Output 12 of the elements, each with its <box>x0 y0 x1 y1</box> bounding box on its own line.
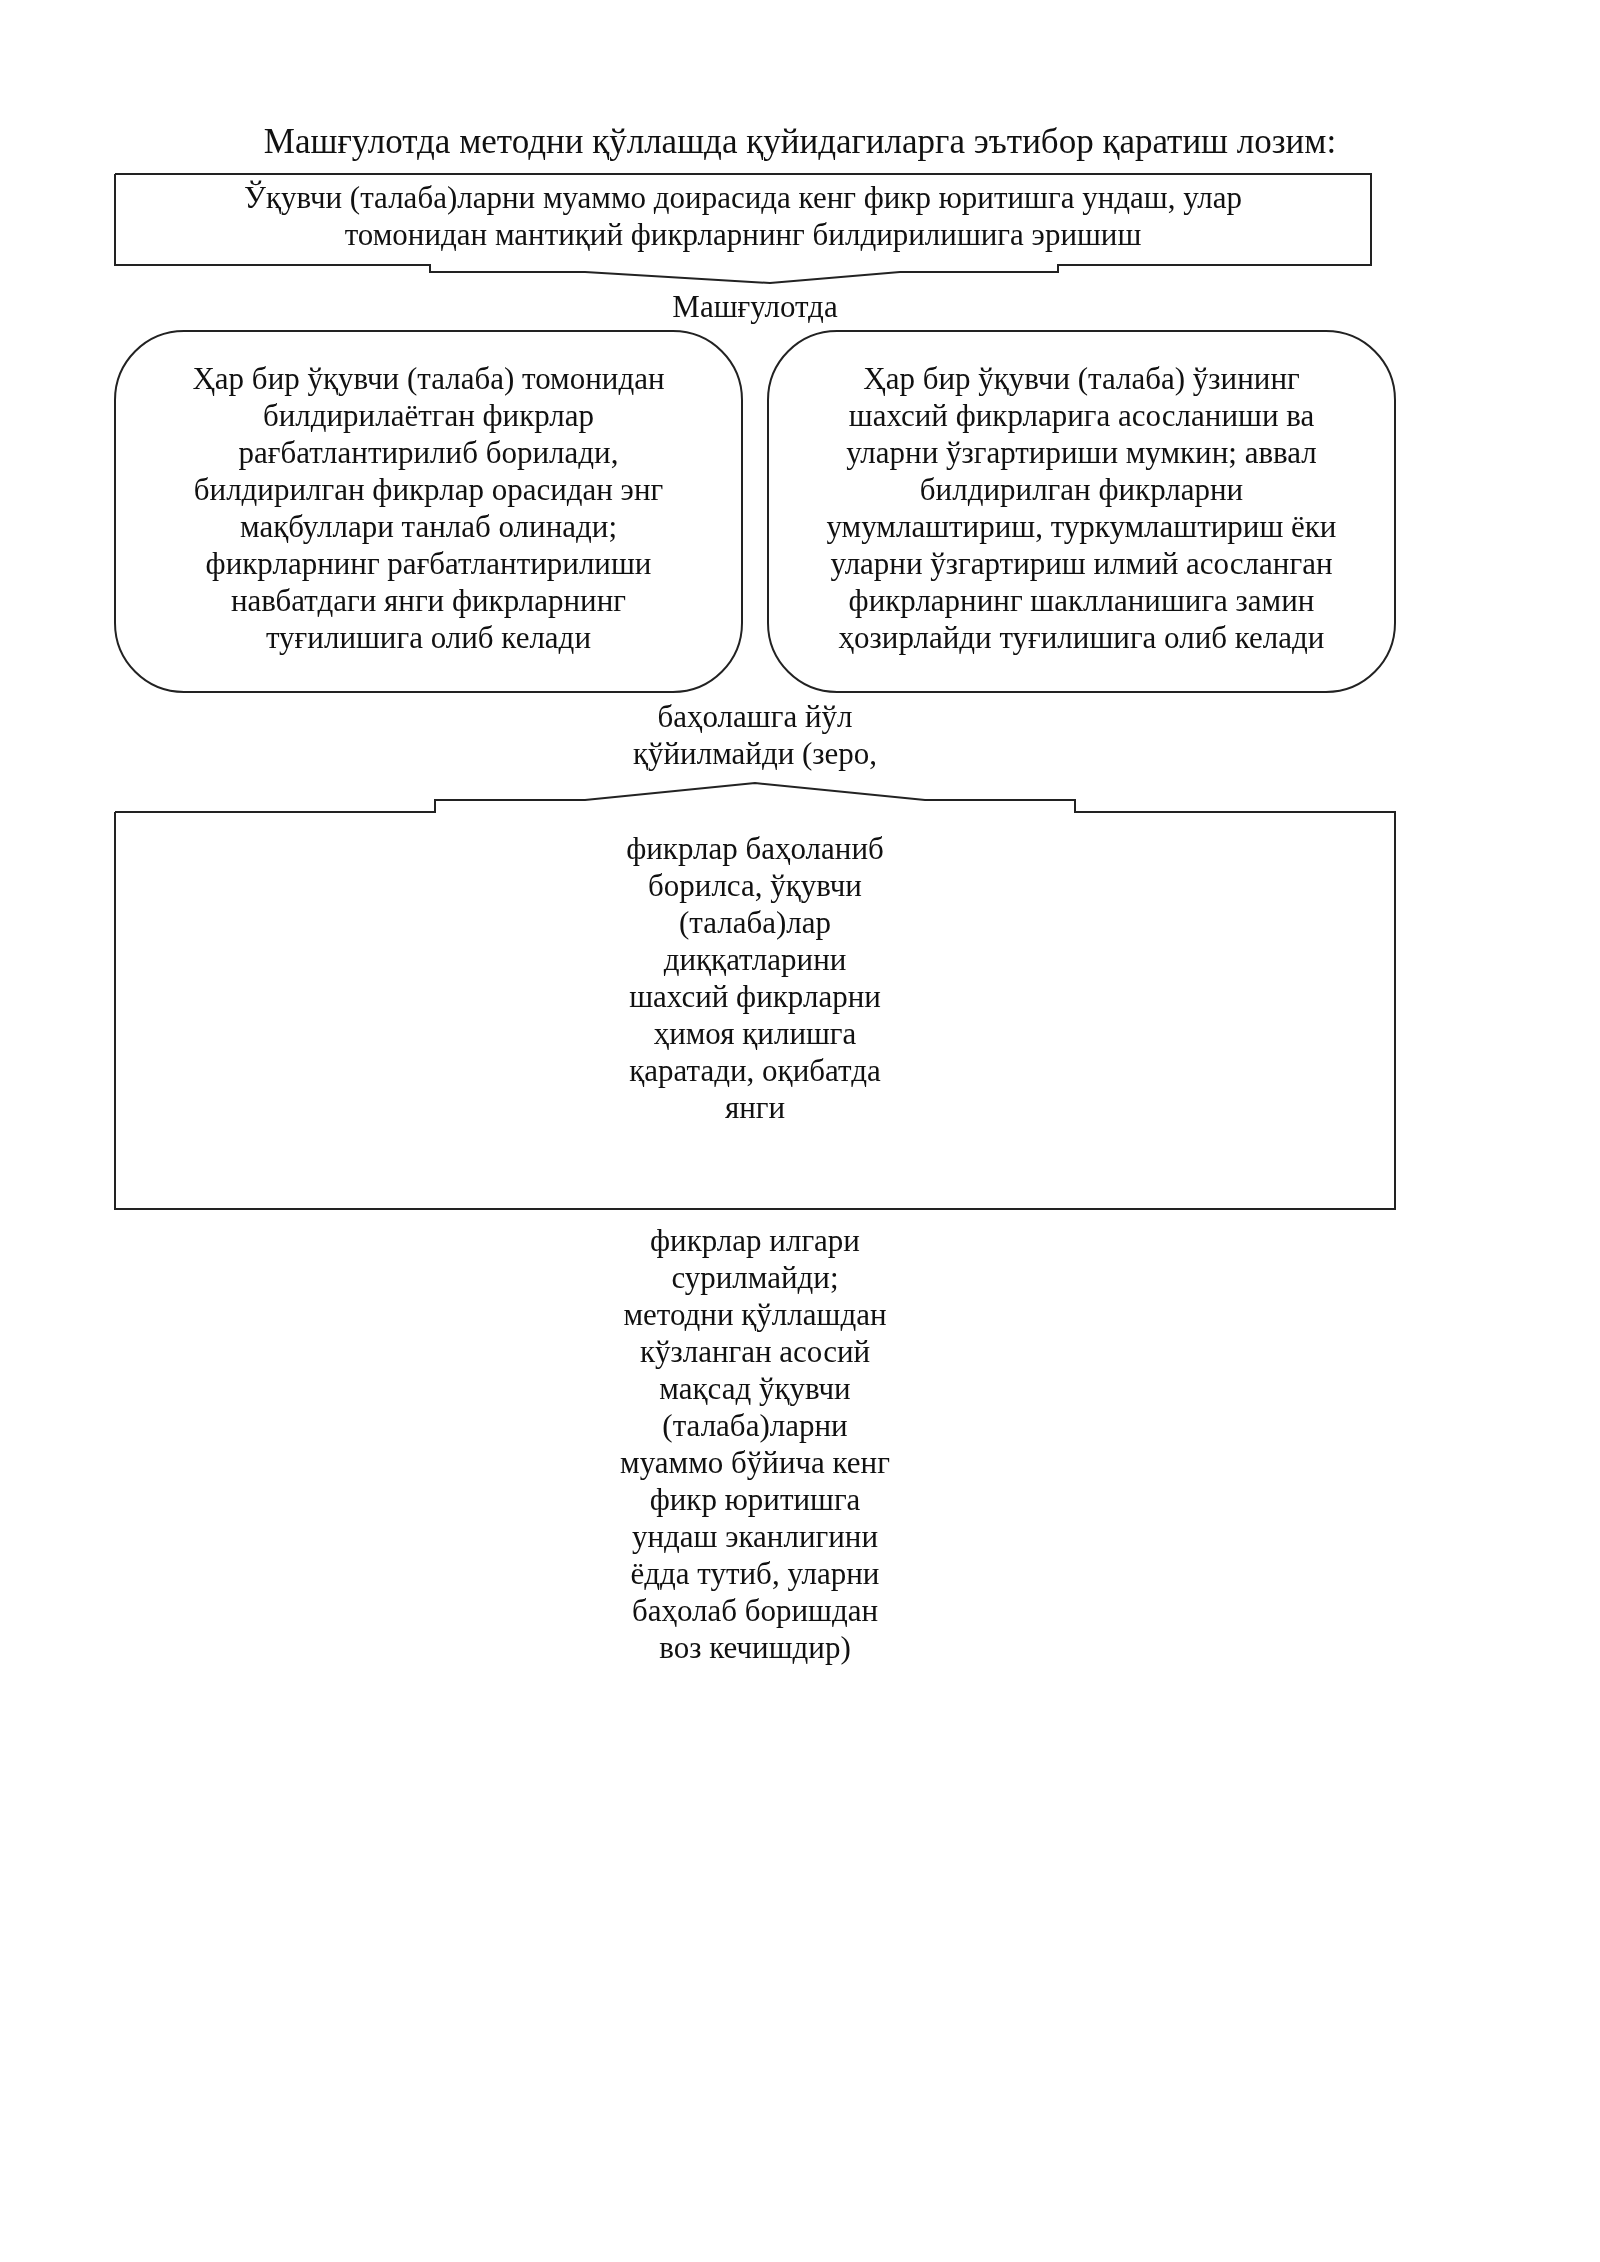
title: Машғулотда методни қўллашда қуйидагиларга эътибор қаратиш лозим: <box>262 122 1338 162</box>
box-text: Ҳар бир ўқувчи (талаба) ўзининг шахсий фикрларига асосланиши ва уларни ўзгартириши мумкин; аввал билдирилган фикрларни умумлаштириш, туркумлаштириш ёки уларни ўзгартириш илмий асосланган фикрларнинг шаклланишига замин ҳозирлайди туғилишига олиб келади <box>825 360 1338 656</box>
box-text: Ҳар бир ўқувчи (талаба) томонидан билдирилаётган фикрлар рағбатлантирилиб борилади, билдирилган фикрлар орасидан энг мақбуллари танлаб олинади; фикрларнинг рағбатлантирилиши навбатдаги янги фикрларнинг туғилишига олиб келади <box>191 360 666 656</box>
box-text: Ўқувчи (талаба)ларни муаммо доирасида кенг фикр юритишга ундаш, улар томонидан мантиқий фикрларнинг билдирилишига эришиш <box>242 179 1244 253</box>
text-label: баҳолашга йўл қўйилмайди (зеро, <box>631 698 879 772</box>
text-label: Машғулотда <box>671 288 839 325</box>
callout-box <box>114 173 1372 284</box>
rounded-box <box>767 330 1396 693</box>
rounded-box <box>114 330 743 693</box>
text-label: фикрлар баҳоланиб борилса, ўқувчи (талаба)лар диққатларини шахсий фикрларни ҳимоя қилишга қаратади, оқибатда янги <box>625 830 885 1126</box>
text-label: фикрлар илгари сурилмайди; методни қўллашдан кўзланган асосий мақсад ўқувчи (талаба)ларни муаммо бўйича кенг фикр юритишга ундаш эканлигини ёдда тутиб, уларни баҳолаб боришдан воз кечишдир) <box>619 1222 891 1666</box>
callout-box <box>114 782 1396 1210</box>
